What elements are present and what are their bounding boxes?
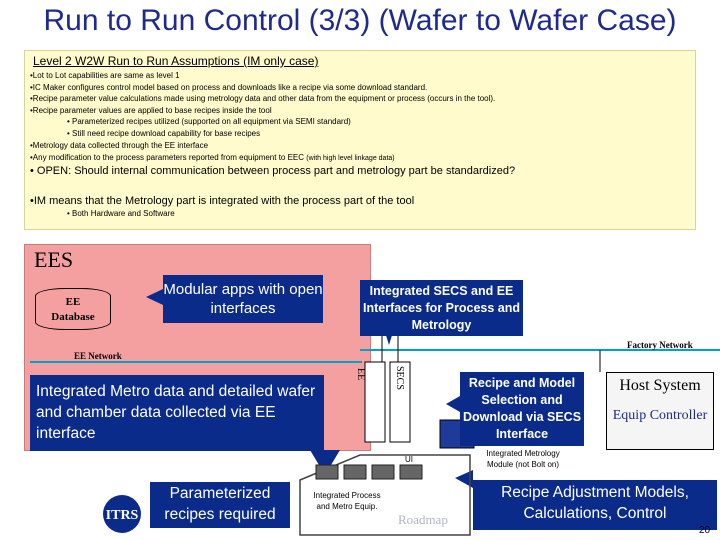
assumption-sub-bullet: • Parameterized recipes utilized (suppor… [67, 117, 351, 126]
host-system-box: Host System Equip Controller [606, 372, 714, 450]
im-note: •IM means that the Metrology part is int… [30, 195, 415, 207]
assumption-sub-bullet: • Still need recipe download capability … [67, 129, 261, 138]
integrated-process-metro-label: Integrated Process and Metro Equip. [313, 491, 381, 511]
metro-data-callout: Integrated Metro data and detailed wafer… [30, 375, 324, 451]
assumption-bullet: •IC Maker configures control model based… [30, 83, 428, 92]
page-title: Run to Run Control (3/3) (Wafer to Wafer… [43, 4, 677, 37]
open-question: • OPEN: Should internal communication be… [30, 165, 516, 177]
im-sub-bullet: • Both Hardware and Software [67, 209, 175, 218]
ee-vertical-label: EE [355, 368, 366, 381]
parameterized-recipes-callout: Parameterized recipes required [150, 482, 290, 528]
modular-apps-callout: Modular apps with open interfaces [163, 275, 323, 323]
equipment-outline [299, 454, 471, 536]
secs-vertical-label: SECS [394, 366, 405, 390]
integrated-secs-callout: Integrated SECS and EE Interfaces for Pr… [360, 280, 523, 336]
ee-database: EE Database [35, 288, 111, 330]
recipe-arrow [446, 396, 460, 412]
assumptions-box: Level 2 W2W Run to Run Assumptions (IM o… [24, 50, 696, 230]
modular-arrow [146, 289, 163, 305]
itrs-logo-globe [103, 495, 141, 533]
assumption-bullet: •Metrology data collected through the EE… [30, 141, 209, 150]
assumption-bullet: •Any modification to the process paramet… [30, 153, 395, 162]
ee-database-label-2: Database [51, 311, 95, 323]
recipe-adjustment-callout: Recipe Adjustment Models, Calculations, … [473, 480, 717, 530]
ui-label: UI [405, 455, 413, 464]
assumption-modification-text: •Any modification to the process paramet… [30, 153, 305, 162]
page-number: 20 [699, 525, 711, 536]
itrs-logo-text: ITRS [106, 508, 139, 523]
secs-interface-block [389, 361, 411, 443]
factory-network-label: Factory Network [627, 340, 693, 350]
assumptions-heading: Level 2 W2W Run to Run Assumptions (IM o… [33, 54, 319, 68]
assumption-modification-note: (with high level linkage data) [306, 155, 395, 162]
host-system-title: Host System [619, 377, 701, 394]
ees-label: EES [34, 247, 74, 272]
ee-database-label-1: EE [65, 296, 81, 308]
ee-interface-block [364, 361, 386, 443]
ee-network-label: EE Network [74, 351, 122, 361]
assumption-bullet: •Lot to Lot capabilities are same as lev… [30, 71, 180, 80]
roadmap-watermark: Roadmap [398, 512, 448, 527]
assumption-bullet: •Recipe parameter values are applied to … [30, 106, 272, 115]
integrated-metrology-module-label: Integrated Metrology Module (not Bolt on… [486, 449, 560, 469]
itrs-logo: ITRS [103, 495, 141, 533]
process-chambers [315, 464, 423, 480]
metro-arrow [310, 450, 340, 475]
adjust-arrow [455, 470, 473, 488]
recipe-model-callout: Recipe and Model Selection and Download … [460, 372, 584, 446]
assumption-bullet: •Recipe parameter value calculations mad… [30, 94, 496, 103]
equip-controller-label: Equip Controller [612, 408, 708, 423]
